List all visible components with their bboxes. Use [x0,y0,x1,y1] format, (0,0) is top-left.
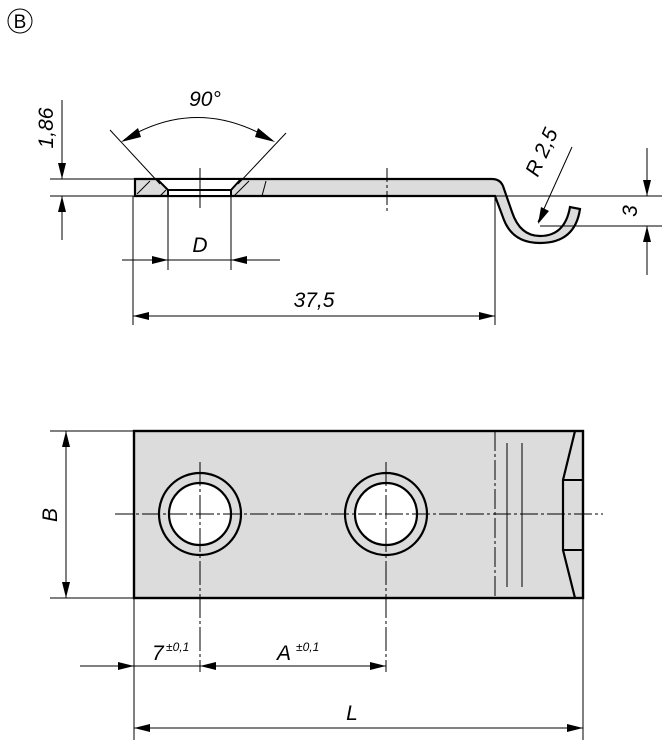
radius-dimension: R 2,5 [521,124,563,180]
view-label: B [14,12,27,33]
side-view: 90° 1,86 D 37,5 R 2,5 3 [35,88,662,325]
thickness-dimension: 1,86 [35,107,58,148]
width-dimension: B [39,508,62,522]
angle-dimension: 90° [189,88,221,111]
hole-spacing-dimension: A [275,642,291,665]
hole-spacing-tolerance: ±0,1 [296,640,319,654]
total-length-dimension: L [346,702,358,725]
view-label-badge: B [7,8,33,34]
hook-height-dimension: 3 [619,205,642,217]
first-hole-offset-dimension: 7 [152,642,165,665]
length-dimension: 37,5 [294,289,335,312]
top-view: B 7 ±0,1 A ±0,1 L [39,429,603,740]
part-profile [133,177,582,245]
hole-diameter-dimension: D [192,234,207,257]
first-hole-tolerance: ±0,1 [166,640,189,654]
